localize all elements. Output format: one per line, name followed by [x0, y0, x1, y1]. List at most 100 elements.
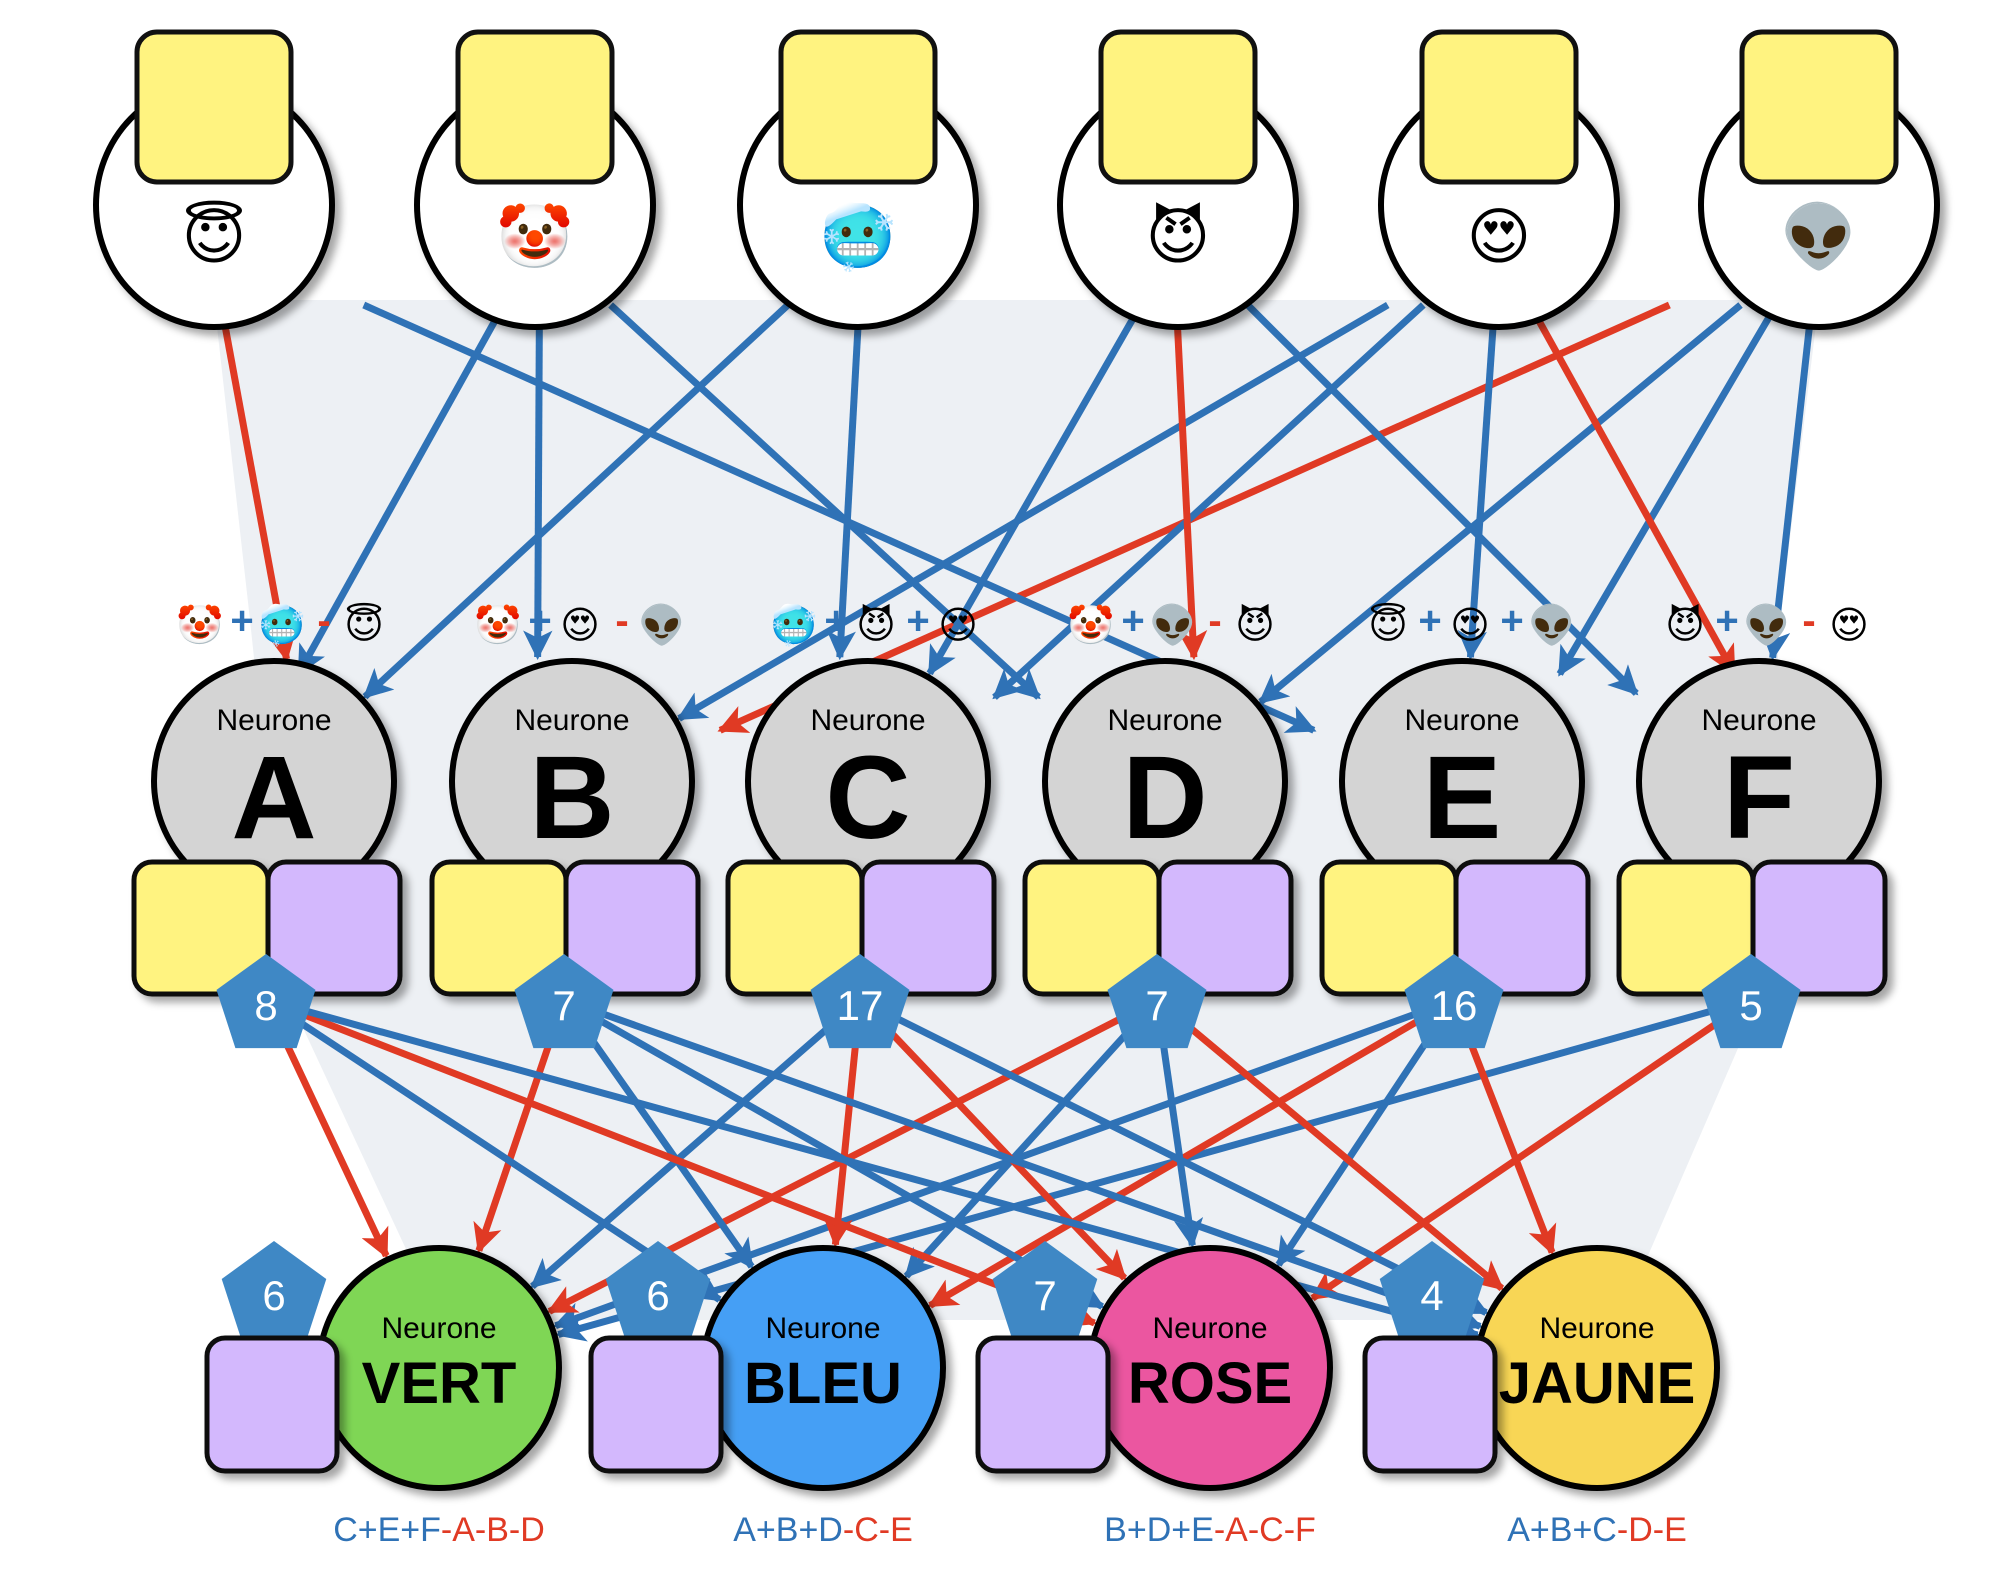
output-card-purple[interactable]	[975, 1335, 1111, 1474]
formula-term: A	[733, 1511, 756, 1549]
edge-A-to-bleu	[264, 997, 722, 1303]
count-badge: 17	[810, 954, 910, 1049]
formula-term: -B	[475, 1511, 509, 1549]
input-card[interactable]	[1098, 29, 1258, 185]
input-neuron-heart[interactable]: 😍	[1378, 29, 1620, 330]
neuron-caption: Neurone	[1152, 1312, 1267, 1345]
formula-term: -C	[1248, 1511, 1284, 1549]
edge-cold-to-A	[362, 302, 791, 700]
hidden-card-purple[interactable]	[859, 859, 997, 997]
formula-term: +B	[1530, 1511, 1573, 1549]
formula-term: +E	[358, 1511, 401, 1549]
neuron-letter: D	[1122, 732, 1207, 864]
neuron-caption: Neurone	[1539, 1312, 1654, 1345]
count-badge: 6	[221, 1241, 327, 1341]
input-card[interactable]	[455, 29, 615, 185]
alien-icon: 👽	[1743, 602, 1790, 647]
edge-alien-to-E	[1556, 303, 1780, 677]
hidden-card-purple[interactable]	[265, 859, 403, 997]
hidden-card-purple[interactable]	[1453, 859, 1591, 997]
edge-heart-to-C	[992, 302, 1426, 700]
formula-term: -F	[1284, 1511, 1316, 1549]
neuron-label: VERT	[362, 1351, 517, 1416]
neuron-caption: Neurone	[216, 704, 331, 737]
formula-sign: +	[906, 599, 929, 643]
formula-term: -D	[509, 1511, 545, 1549]
hidden-card-purple[interactable]	[1156, 859, 1294, 997]
edge-C-to-vert	[530, 997, 863, 1290]
badge-count: 7	[1145, 982, 1168, 1029]
neuron-letter: B	[529, 732, 614, 864]
cold-face-icon: 🥶	[258, 602, 305, 648]
input-neuron-devil[interactable]: 😈	[1057, 29, 1299, 330]
badge-count: 6	[262, 1272, 285, 1319]
formula-sign: +	[1121, 599, 1144, 643]
output-formula: A+B+C-D-E	[1507, 1511, 1687, 1549]
alien-icon: 👽	[1149, 602, 1196, 647]
output-card-purple[interactable]	[588, 1335, 724, 1474]
input-card[interactable]	[1419, 29, 1579, 185]
input-card[interactable]	[134, 29, 294, 185]
badge-count: 6	[646, 1272, 669, 1319]
hidden-card-purple[interactable]	[563, 859, 701, 997]
cold-face-icon: 🥶	[819, 199, 896, 274]
input-neuron-clown[interactable]: 🤡	[414, 29, 656, 330]
count-badge: 8	[216, 954, 316, 1049]
hidden-formula: 😈+👽-😍	[1665, 599, 1869, 647]
count-badge: 16	[1404, 954, 1504, 1049]
neuron-label: ROSE	[1128, 1351, 1292, 1416]
formula-sign: +	[528, 599, 551, 643]
pentagon-shape	[1107, 954, 1207, 1049]
input-neuron-alien[interactable]: 👽	[1698, 29, 1940, 330]
hidden-formula: 🤡+🥶-😇	[176, 599, 383, 648]
output-card-purple[interactable]	[204, 1335, 340, 1474]
neuron-label: BLEU	[744, 1351, 902, 1416]
neuron-caption: Neurone	[810, 704, 925, 737]
output-card-purple[interactable]	[1362, 1335, 1498, 1474]
nodes: 😇🤡🥶😈😍👽🤡+🥶-😇NeuroneA8🤡+😍-👽NeuroneB7🥶+😈+😍N…	[93, 29, 1940, 1549]
neuron-caption: Neurone	[514, 704, 629, 737]
clown-face-icon: 🤡	[474, 603, 521, 647]
edge-alien-to-D	[1258, 302, 1743, 705]
edge-A-to-rose	[264, 996, 1098, 1328]
formula-sign: -	[1802, 599, 1815, 643]
smiling-face-with-halo-icon: 😇	[344, 602, 384, 647]
input-neuron-cold[interactable]: 🥶	[737, 29, 979, 330]
input-card[interactable]	[1739, 29, 1899, 185]
smiling-devil-icon: 😈	[1235, 603, 1275, 647]
output-formula: A+B+D-C-E	[733, 1511, 913, 1549]
formula-term: B	[1104, 1511, 1127, 1549]
formula-term: -E	[1653, 1511, 1687, 1549]
neuron-letter: A	[231, 732, 316, 864]
hidden-formula: 🤡+😍-👽	[474, 599, 685, 647]
formula-term: -A	[1214, 1511, 1248, 1549]
hidden-card-purple[interactable]	[1750, 859, 1888, 997]
pentagon-shape	[992, 1241, 1098, 1341]
alien-icon: 👽	[638, 602, 685, 647]
edge-devil-to-D	[1172, 304, 1208, 661]
edge-angel-to-A	[217, 304, 297, 662]
input-neuron-angel[interactable]: 😇	[93, 29, 335, 330]
smiling-face-with-halo-icon: 😇	[1368, 602, 1408, 647]
count-badge: 7	[514, 954, 614, 1049]
smiling-devil-icon: 😈	[1665, 603, 1705, 647]
formula-term: +D	[798, 1511, 842, 1549]
pentagon-shape	[810, 954, 910, 1049]
formula-sign: +	[1418, 599, 1441, 643]
neuron-caption: Neurone	[381, 1312, 496, 1345]
input-card[interactable]	[778, 29, 938, 185]
count-badge: 4	[1379, 1241, 1485, 1341]
smiling-face-with-halo-icon: 😇	[182, 200, 247, 273]
count-badge: 5	[1701, 954, 1801, 1049]
